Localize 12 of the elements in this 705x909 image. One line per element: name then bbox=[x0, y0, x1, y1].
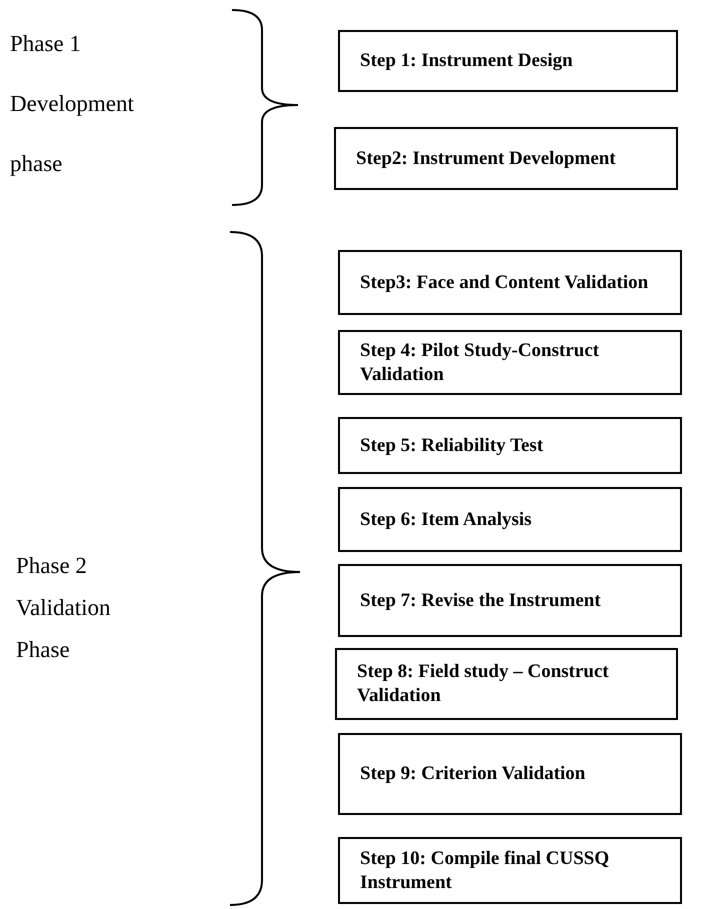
step-box: Step 5: Reliability Test bbox=[338, 417, 682, 474]
step-box: Step 4: Pilot Study-Construct Validation bbox=[338, 330, 682, 395]
step-box: Step 1: Instrument Design bbox=[338, 30, 678, 92]
step-box: Step 6: Item Analysis bbox=[338, 487, 682, 552]
step-box: Step 9: Criterion Validation bbox=[338, 733, 682, 815]
phase-label: Phase 1 Development phase bbox=[10, 30, 135, 178]
step-box: Step 10: Compile final CUSSQ Instrument bbox=[338, 837, 682, 904]
step-box: Step 8: Field study – Construct Validation bbox=[335, 648, 678, 720]
step-box: Step3: Face and Content Validation bbox=[338, 250, 682, 315]
phase-label: Phase 2 Validation Phase bbox=[16, 552, 112, 664]
step-box: Step 7: Revise the Instrument bbox=[338, 564, 682, 637]
step-box: Step2: Instrument Development bbox=[334, 127, 678, 190]
